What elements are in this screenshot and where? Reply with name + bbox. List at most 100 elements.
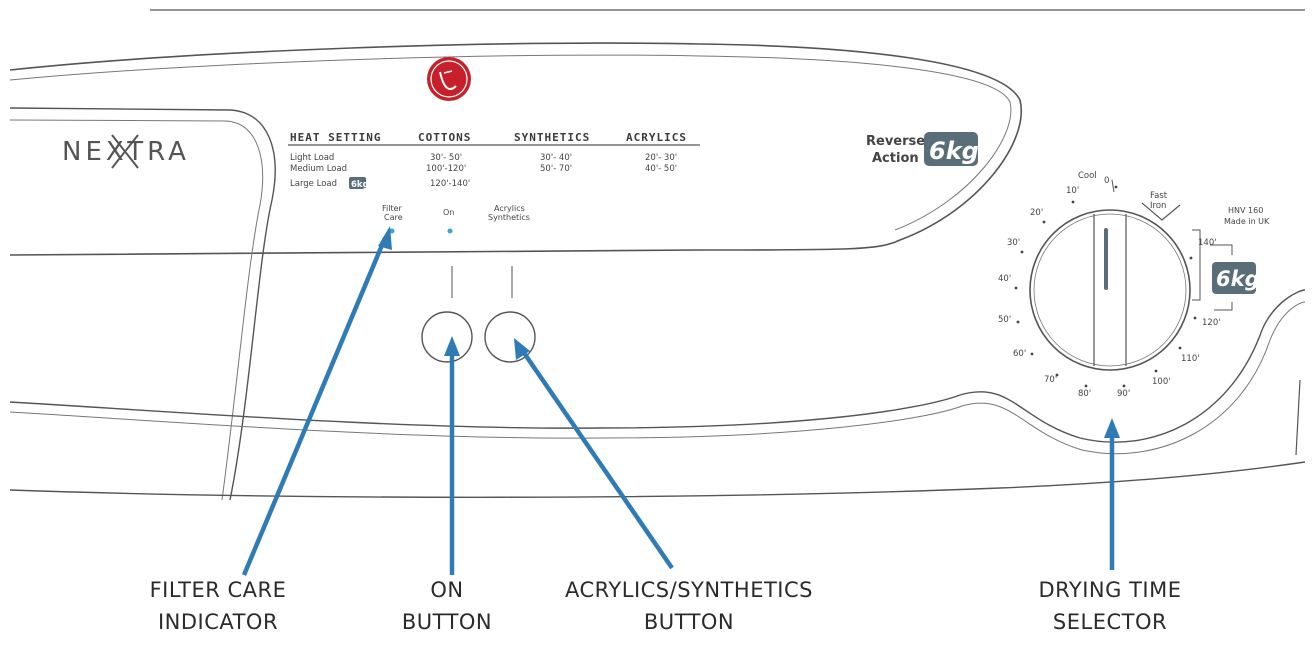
callout-arrows	[241, 226, 1120, 576]
dial-tick-label: Cool	[1078, 171, 1097, 181]
filter-care-led	[389, 228, 395, 234]
heat-setting-table: HEAT SETTING COTTONS SYNTHETICS ACRYLICS…	[288, 131, 700, 190]
callout-drying-line1: DRYING TIME	[1038, 578, 1182, 602]
capacity-bracket-top	[1210, 244, 1233, 255]
dial-tick-label: 140'	[1198, 238, 1217, 248]
acrylics-label-2: Synthetics	[488, 213, 530, 222]
on-button[interactable]	[421, 311, 473, 363]
row-light-cottons: 30'- 50'	[430, 153, 462, 163]
row-light-acrylics: 20'- 30'	[645, 153, 677, 163]
dial-tick-label: 80'	[1078, 389, 1091, 399]
row-large-label: Large Load	[290, 179, 337, 189]
fast-iron-mark	[1141, 202, 1181, 221]
row-medium-cottons: 100'-120'	[426, 164, 466, 174]
callout-acrylics-line2: BUTTON	[643, 610, 735, 634]
base-line	[9, 461, 1306, 498]
made-in: Made in UK	[1224, 217, 1270, 226]
dial-tick-dot	[1020, 250, 1024, 254]
dial-capacity-badge	[1212, 262, 1256, 294]
body-curve-inner	[9, 301, 1306, 455]
on-label: On	[443, 208, 454, 217]
capacity-bracket-bottom	[1214, 302, 1233, 311]
dial-tick-label: 100'	[1152, 377, 1171, 387]
dial-tick-dot	[1071, 200, 1075, 204]
callout-on-button: ON BUTTON	[382, 574, 512, 638]
dial-tick-label: 110'	[1181, 354, 1200, 364]
callout-drying-line2: SELECTOR	[1052, 610, 1168, 634]
panel-outline	[9, 42, 1023, 256]
dial-tick-dot	[1014, 286, 1018, 290]
dial-tick-dot	[1030, 352, 1034, 356]
dial-pointer	[1104, 228, 1108, 290]
on-button-arrowhead	[444, 336, 460, 356]
dial-scale: Cool 0 10' 20' 30' 40' 50' 60' 70' 80' 90' 100' 110'…	[998, 171, 1221, 399]
door-outline	[9, 107, 276, 501]
dial-tick-dot	[1084, 384, 1088, 388]
svg-text:6kg: 6kg	[929, 137, 979, 165]
capacity-bracket	[1192, 229, 1201, 301]
row-medium-label: Medium Load	[290, 164, 347, 174]
callout-filter-care-line2: INDICATOR	[157, 610, 279, 634]
panel-outline-inner	[9, 54, 1012, 231]
dial-tick-label: 50'	[998, 315, 1011, 325]
callout-on-button-line2: BUTTON	[401, 610, 493, 634]
cool-marker	[1111, 179, 1115, 193]
header-acrylics: ACRYLICS	[626, 131, 687, 144]
dial-tick-label: 90'	[1117, 389, 1130, 399]
callout-acrylics-line1: ACRYLICS/SYNTHETICS	[565, 578, 813, 602]
dial-arrowhead	[1104, 418, 1120, 438]
callout-on-button-line1: ON	[430, 578, 464, 602]
dial-tick-label: 40'	[998, 274, 1011, 284]
dial-tick-label: 0	[1104, 176, 1109, 186]
body-curve	[9, 289, 1306, 443]
header-synthetics: SYNTHETICS	[514, 131, 590, 144]
callout-drying-selector: DRYING TIME SELECTOR	[1010, 574, 1210, 638]
callout-filter-care: FILTER CARE INDICATOR	[128, 574, 308, 638]
filter-care-label-1: Filter	[382, 204, 403, 213]
row-light-label: Light Load	[290, 153, 334, 163]
callout-filter-care-line1: FILTER CARE	[149, 578, 287, 602]
nextra-logo: NEXTRA	[62, 134, 186, 169]
dial-tick-dot	[1122, 384, 1126, 388]
dial-tick-dot	[1042, 220, 1046, 224]
callout-acrylics-button: ACRYLICS/SYNTHETICS BUTTON	[544, 574, 834, 638]
dial-tick-dot	[1114, 185, 1118, 189]
filter-care-arrow	[241, 237, 388, 576]
drying-time-dial[interactable]	[1029, 209, 1191, 371]
acrylics-label-1: Acrylics	[494, 204, 525, 213]
side-edge	[1295, 379, 1301, 456]
dial-tick-label: 120'	[1202, 318, 1221, 328]
hoover-logo	[427, 57, 471, 101]
dial-tick-dot	[1055, 373, 1059, 377]
row-medium-acrylics: 40'- 50'	[645, 164, 677, 174]
dial-tick-dot	[1178, 346, 1182, 350]
row-light-synthetics: 30'- 40'	[540, 153, 572, 163]
dial-tick-dot	[1193, 316, 1197, 320]
dial-tick-dot	[1154, 369, 1158, 373]
reverse-action-badge: Reverse Action 6kg	[866, 132, 979, 166]
dial-tick-label: 20'	[1030, 208, 1043, 218]
fast-iron-label-1: Fast	[1150, 191, 1168, 201]
dial-tick-dot	[1189, 256, 1193, 260]
header-cottons: COTTONS	[418, 131, 471, 144]
dial-tick-dot	[1016, 320, 1020, 324]
filter-care-arrowhead	[378, 226, 392, 250]
header-heat-setting: HEAT SETTING	[290, 131, 381, 144]
dial-tick-label: 60'	[1013, 349, 1026, 359]
dial-tick-label: 30'	[1007, 238, 1020, 248]
svg-text:6kg: 6kg	[1216, 267, 1260, 291]
acrylics-arrow	[520, 348, 674, 570]
row-medium-synthetics: 50'- 70'	[540, 164, 572, 174]
filter-care-label-2: Care	[384, 213, 403, 222]
svg-text:Action: Action	[872, 151, 919, 166]
large-load-badge	[349, 177, 366, 189]
row-large-cottons: 120'-140'	[430, 179, 470, 189]
door-outline-inner	[9, 119, 264, 501]
dial-tick-label: 70'	[1044, 375, 1057, 385]
fast-iron-label-2: Iron	[1150, 201, 1166, 211]
svg-text:6kg: 6kg	[351, 180, 369, 190]
acrylics-arrowhead	[514, 338, 530, 360]
dial-tick-label: 10'	[1066, 186, 1079, 196]
svg-text:Reverse: Reverse	[866, 134, 925, 149]
